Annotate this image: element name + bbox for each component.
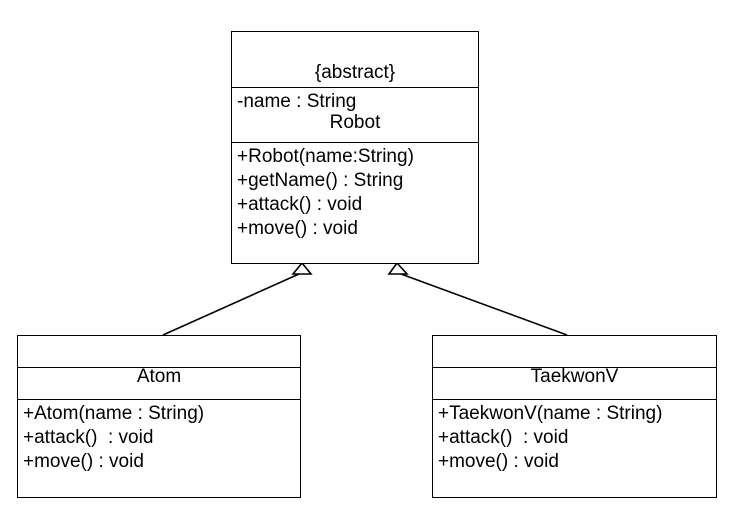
generalization-line-taekwonv (400, 273, 568, 336)
attributes-compartment-atom (18, 367, 300, 399)
operation-item: +move() : void (23, 451, 144, 472)
operation-item: +attack() : void (23, 427, 154, 448)
class-header-robot: {abstract} Robot (232, 32, 478, 133)
generalization-taekwonv-to-robot (387, 261, 568, 336)
class-name-atom: Atom (136, 366, 182, 387)
hollow-triangle-arrowhead-taekwonv (387, 261, 409, 275)
operation-item: +TaekwonV(name : String) (438, 403, 663, 424)
generalization-line-atom (162, 273, 300, 336)
operations-compartment-taekwonv: +TaekwonV(name : String) +attack() : voi… (433, 399, 716, 497)
class-box-taekwonv[interactable]: TaekwonV +TaekwonV(name : String) +attac… (432, 335, 717, 498)
operation-item: +getName() : String (237, 170, 404, 191)
class-box-robot[interactable]: {abstract} Robot -name : String +Robot(n… (231, 31, 479, 264)
operation-item: +Atom(name : String) (23, 403, 205, 424)
operations-compartment-atom: +Atom(name : String) +attack() : void +m… (18, 399, 300, 497)
operation-item: +attack() : void (237, 194, 363, 215)
class-box-atom[interactable]: Atom +Atom(name : String) +attack() : vo… (17, 335, 301, 498)
attribute-item: -name : String (237, 91, 357, 112)
class-header-taekwonv: TaekwonV (433, 336, 716, 387)
generalization-atom-to-robot (162, 261, 313, 336)
class-name-robot: Robot (329, 112, 381, 133)
attributes-compartment-taekwonv (433, 367, 716, 399)
operations-compartment-robot: +Robot(name:String) +getName() : String … (232, 142, 478, 262)
operation-item: +move() : void (438, 451, 559, 472)
class-name-taekwonv: TaekwonV (530, 366, 619, 387)
operation-item: +move() : void (237, 218, 358, 239)
class-header-atom: Atom (18, 336, 300, 387)
attributes-compartment-robot: -name : String (232, 87, 478, 142)
class-stereotype-robot: {abstract} (314, 62, 396, 83)
operation-item: +attack() : void (438, 427, 569, 448)
operation-item: +Robot(name:String) (237, 146, 414, 167)
hollow-triangle-arrowhead-atom (291, 261, 313, 275)
